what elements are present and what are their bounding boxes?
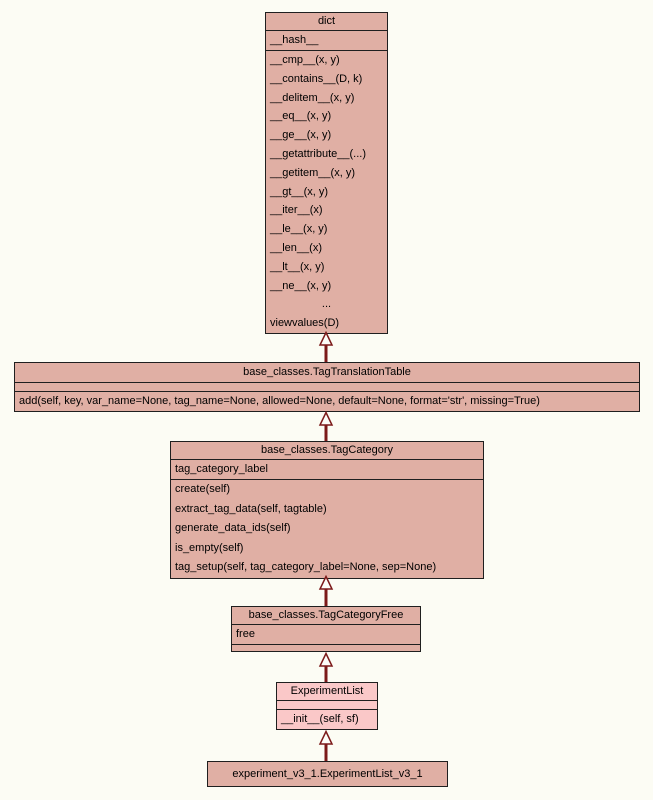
method-row: __ne__(x, y) (270, 279, 332, 292)
attributes-section: free (232, 624, 420, 644)
method-row: __ge__(x, y) (270, 129, 332, 142)
method-row: __le__(x, y) (270, 223, 328, 236)
ellipsis-row: ... (321, 298, 332, 311)
method-row: generate_data_ids(self) (175, 522, 291, 535)
class-node-dict[interactable]: dict __hash__ __cmp__(x, y) __contains__… (265, 12, 388, 334)
methods-section: add(self, key, var_name=None, tag_name=N… (15, 391, 639, 411)
method-row: __contains__(D, k) (270, 72, 363, 85)
method-row: __init__(self, sf) (281, 713, 359, 725)
attribute-row: free (236, 628, 255, 640)
inheritance-arrow (318, 575, 334, 607)
class-node-tagtranslationtable[interactable]: base_classes.TagTranslationTable add(sel… (14, 362, 640, 412)
class-node-tagcategoryfree[interactable]: base_classes.TagCategoryFree free (231, 606, 421, 652)
hollow-triangle-arrowhead-icon (318, 575, 334, 590)
inheritance-arrow (318, 730, 334, 761)
class-title[interactable]: base_classes.TagTranslationTable (243, 366, 411, 378)
class-node-experimentlist-v3-1[interactable]: experiment_v3_1.ExperimentList_v3_1 (207, 761, 448, 787)
methods-section: create(self) extract_tag_data(self, tagt… (171, 479, 483, 578)
method-row: __len__(x) (270, 241, 322, 254)
methods-section-empty (232, 644, 420, 651)
method-row: __delitem__(x, y) (270, 91, 355, 104)
inheritance-arrow (318, 411, 334, 441)
attributes-section-empty (15, 382, 639, 391)
method-row: create(self) (175, 483, 231, 495)
method-row: is_empty(self) (175, 541, 244, 554)
hollow-triangle-arrowhead-icon (318, 331, 334, 346)
method-row: extract_tag_data(self, tagtable) (175, 502, 327, 515)
method-row: add(self, key, var_name=None, tag_name=N… (19, 395, 540, 407)
class-title[interactable]: dict (317, 15, 336, 27)
attributes-section: __hash__ (266, 30, 387, 50)
inheritance-arrow (318, 331, 334, 363)
method-row: __cmp__(x, y) (270, 54, 340, 66)
hollow-triangle-arrowhead-icon (318, 411, 334, 426)
method-row: __gt__(x, y) (270, 185, 329, 198)
class-title[interactable]: base_classes.TagCategory (260, 444, 394, 456)
method-row: tag_setup(self, tag_category_label=None,… (175, 561, 437, 574)
method-row: __iter__(x) (270, 204, 323, 217)
class-title[interactable]: ExperimentList (290, 685, 364, 697)
methods-section: __cmp__(x, y) __contains__(D, k) __delit… (266, 50, 387, 333)
attributes-section-empty (277, 700, 377, 709)
inheritance-arrow (318, 652, 334, 682)
method-row: viewvalues(D) (270, 317, 340, 330)
class-node-experimentlist[interactable]: ExperimentList __init__(self, sf) (276, 682, 378, 730)
class-title[interactable]: experiment_v3_1.ExperimentList_v3_1 (232, 768, 423, 780)
class-title[interactable]: base_classes.TagCategoryFree (248, 609, 404, 621)
method-row: __getitem__(x, y) (270, 166, 355, 179)
method-row: __eq__(x, y) (270, 110, 332, 123)
attributes-section: tag_category_label (171, 459, 483, 479)
attribute-row: tag_category_label (175, 463, 268, 475)
hollow-triangle-arrowhead-icon (318, 652, 334, 667)
method-row: __lt__(x, y) (270, 260, 325, 273)
hollow-triangle-arrowhead-icon (318, 730, 334, 745)
method-row: __getattribute__(...) (270, 147, 367, 160)
class-node-tagcategory[interactable]: base_classes.TagCategory tag_category_la… (170, 441, 484, 579)
methods-section: __init__(self, sf) (277, 709, 377, 729)
attribute-row: __hash__ (270, 34, 319, 46)
